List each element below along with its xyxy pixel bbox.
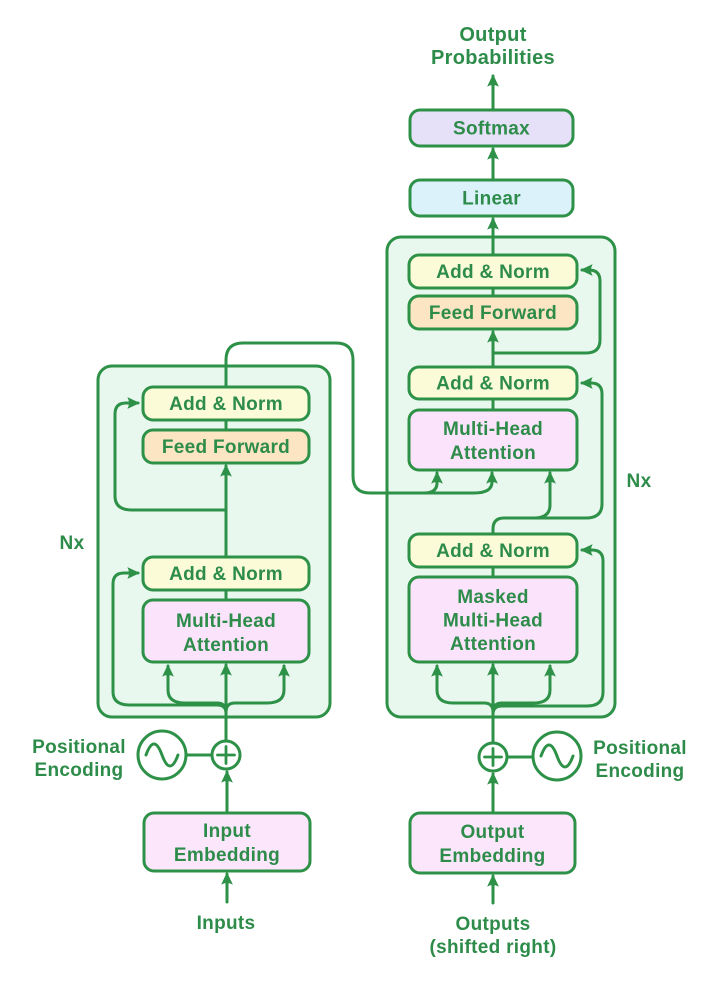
encoder-addnorm-bottom-box [141,555,311,592]
left-plus-cross [216,745,236,765]
outputs-label-line1: Outputs [456,914,531,935]
decoder-feedforward-box [407,294,579,331]
output-embedding-box [408,811,577,875]
right-plus-cross [483,747,503,767]
linear-box [408,178,575,218]
input-embedding-box [142,811,312,873]
decoder-query-residual-arrow [491,377,604,536]
encoder-feedforward-label: Feed Forward [162,437,290,458]
masked-attention-label-line1: Masked [457,587,529,608]
encoder-feedforward-residual-arrow [113,397,228,512]
encoder-addnorm-top-label: Add & Norm [169,394,283,415]
encoder-attention-label-line2: Attention [183,635,269,656]
encoder-attention-label-line1: Multi-Head [176,611,276,632]
output-probabilities-label-line2: Probabilities [431,47,555,69]
decoder-addnorm-mid-label: Add & Norm [436,374,550,395]
decoder-addnorm-bottom-box [407,532,579,569]
encoder-multihead-attention-box [141,598,311,664]
encoder-attention-right-branch-arrow [224,664,290,714]
decoder-addnorm-top-box [407,253,579,290]
positional-encoding-right-label-line1: Positional [593,738,687,759]
decoder-addnorm-top-label: Add & Norm [436,262,550,283]
masked-attention-left-branch-arrow [431,664,495,714]
decoder-attention-label-line2: Attention [450,443,536,464]
positional-encoding-right-label-line2: Encoding [596,761,685,782]
decoder-feedforward-label: Feed Forward [429,303,557,324]
masked-attention-residual-arrow [491,544,605,716]
encoder-to-decoder-value-arrow [472,471,498,495]
decoder-addnorm-bottom-label: Add & Norm [436,541,550,562]
input-embedding-label-line1: Input [203,821,251,842]
softmax-box [408,108,575,148]
decoder-feedforward-residual-arrow [491,264,602,355]
softmax-label: Softmax [453,119,530,140]
linear-label: Linear [462,189,521,210]
left-sine-wave-curve [144,742,180,768]
encoder-addnorm-bottom-label: Add & Norm [169,564,283,585]
encoder-nx-label: Nx [60,533,85,554]
output-embedding-label-line2: Embedding [439,846,545,867]
decoder-addnorm-mid-box [407,365,579,401]
decoder-attention-label-line1: Multi-Head [443,419,543,440]
encoder-to-decoder-key-arrow [422,471,443,495]
output-probabilities-label-line1: Output [459,24,526,46]
masked-multihead-attention-box [407,575,579,664]
outputs-label-line2: (shifted right) [430,937,557,958]
decoder-nx-label: Nx [627,471,652,492]
encoder-output-to-decoder-line [224,341,476,495]
input-embedding-label-line2: Embedding [174,845,280,866]
decoder-multihead-attention-box [407,408,579,472]
positional-encoding-left-label-line2: Encoding [35,760,124,781]
diagram-geometry [96,74,617,905]
decoder-query-arrow [532,471,556,520]
encoder-addnorm-top-box [141,385,311,422]
masked-attention-label-line2: Multi-Head [443,611,543,632]
output-embedding-label-line1: Output [460,822,524,843]
encoder-attention-residual-arrow [111,567,228,715]
encoder-feedforward-box [141,428,311,465]
right-sine-wave-curve [539,743,575,769]
diagram-labels: Output Probabilities Softmax Linear Add … [32,24,687,958]
inputs-label: Inputs [197,913,256,934]
positional-encoding-left-label-line1: Positional [32,737,126,758]
masked-attention-label-line3: Attention [450,634,536,655]
